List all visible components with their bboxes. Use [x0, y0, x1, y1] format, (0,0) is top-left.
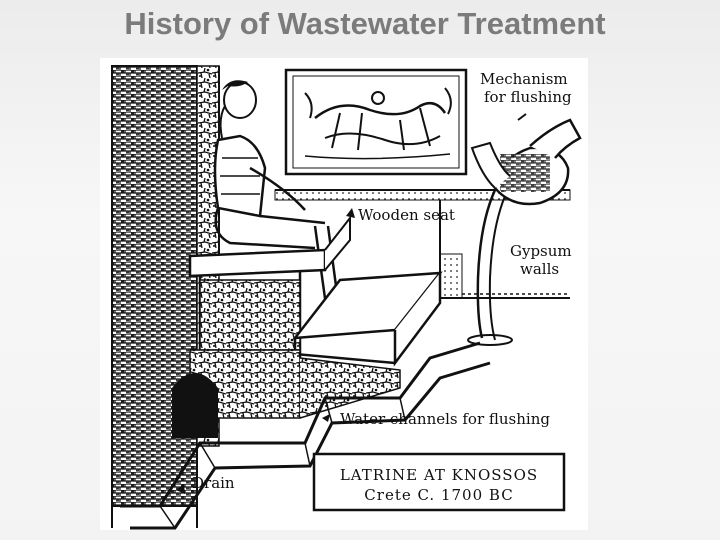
label-gypsum-line1: Gypsum: [510, 242, 572, 260]
flushing-jug: [467, 118, 582, 346]
step-platform: [292, 271, 443, 367]
caption-box: LATRINE AT KNOSSOS Crete C. 1700 BC: [312, 452, 566, 512]
label-mechanism-line1: Mechanism: [480, 70, 568, 88]
label-gypsum-line2: walls: [520, 260, 559, 278]
label-drain: Drain: [192, 474, 235, 492]
caption-subtitle: Crete C. 1700 BC: [364, 486, 513, 504]
water-channel: [120, 341, 491, 530]
label-wooden-seat: Wooden seat: [358, 206, 455, 224]
label-arrows: [176, 113, 527, 494]
latrine-illustration: Mechanism for flushing Wooden seat Gypsu…: [100, 58, 588, 530]
label-mechanism-line2: for flushing: [484, 88, 572, 106]
wooden-seat: [188, 215, 351, 418]
stone-pit: [172, 349, 401, 438]
label-water-channels: Water channels for flushing: [340, 410, 550, 428]
caption-title: LATRINE AT KNOSSOS: [340, 466, 538, 484]
slide-title: History of Wastewater Treatment: [124, 6, 606, 41]
fresco-painting: [284, 68, 468, 176]
latrine-drawing: Mechanism for flushing Wooden seat Gypsu…: [111, 65, 582, 530]
